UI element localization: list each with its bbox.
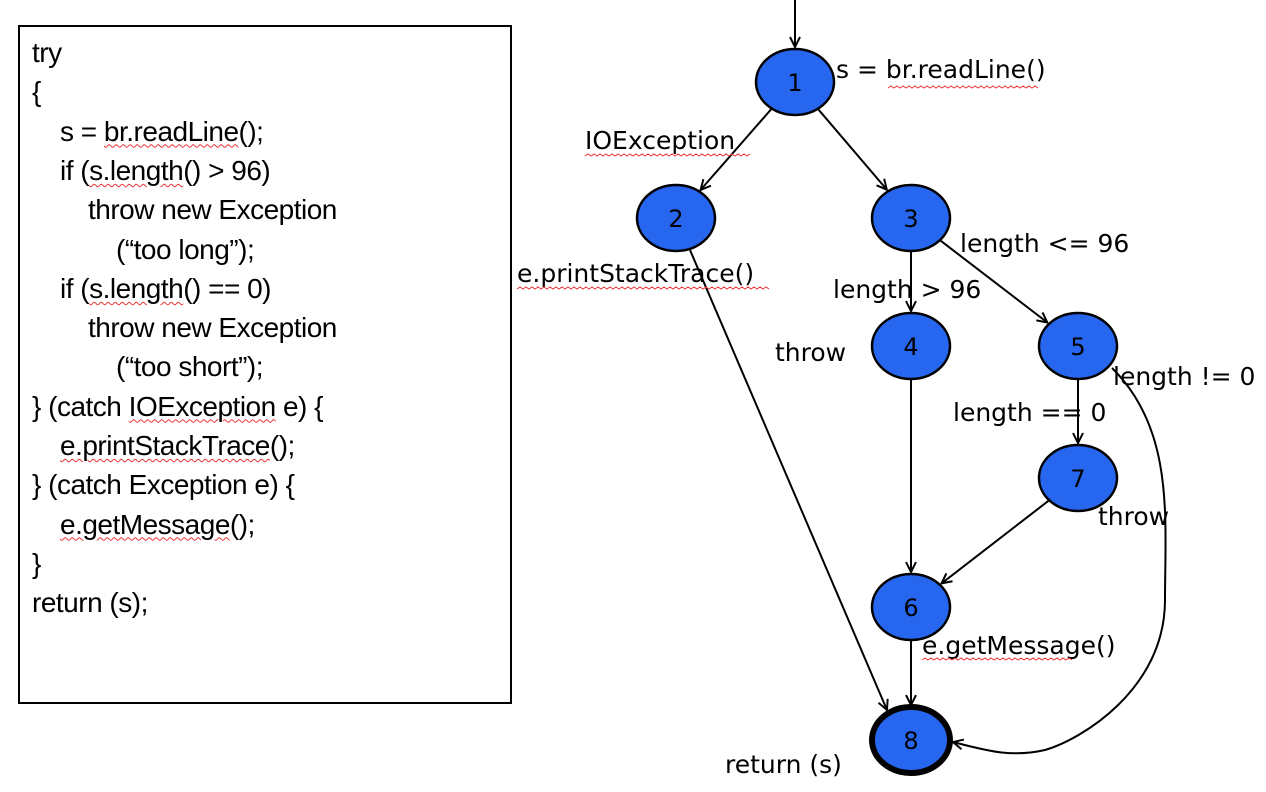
node-2-ellipse [635, 183, 717, 253]
node-5: 5 [1037, 311, 1119, 381]
squiggle-getmessage [921, 657, 1073, 661]
node-1-ellipse [754, 47, 836, 117]
node-7-ellipse [1037, 443, 1119, 513]
misspelled-token: s.length [89, 154, 184, 186]
code-token: s = [60, 115, 104, 147]
code-token: (“too long”); [116, 233, 255, 265]
edge-7-to-6 [942, 499, 1050, 584]
nodes-layer: 1 2 3 4 5 6 7 8 [635, 47, 1119, 776]
code-line: (“too short”); [116, 351, 264, 383]
node-2: 2 [635, 183, 717, 253]
code-line: (“too long”); [116, 233, 255, 266]
annotation-ioexception: IOException [585, 126, 735, 155]
edge-3-to-5 [939, 239, 1047, 323]
annotation-length-gt-96: length > 96 [833, 275, 981, 304]
node-1: 1 [754, 47, 836, 117]
edges-layer [689, 0, 1167, 755]
annotation-node-8: return (s) [725, 750, 842, 779]
node-4-ellipse [870, 311, 952, 381]
code-token: (); [269, 430, 295, 461]
code-line: e.getMessage(); [60, 509, 255, 541]
misspelled-token: e.getMessage [60, 508, 230, 540]
annotation-node-2: e.printStackTrace() [517, 259, 754, 288]
code-token: } [32, 547, 41, 579]
node-2-label: 2 [668, 205, 683, 233]
annotation-throw-node-4: throw [775, 338, 846, 367]
node-1-label: 1 [787, 69, 802, 97]
node-5-label: 5 [1070, 333, 1085, 361]
code-line: return (s); [32, 587, 148, 619]
node-3: 3 [870, 183, 952, 253]
edge-2-to-8 [689, 249, 887, 710]
code-line: if (s.length() > 96) [60, 154, 271, 187]
code-line: s = br.readLine(); [60, 115, 264, 148]
code-token: try [32, 37, 62, 68]
node-8-ellipse [869, 704, 953, 776]
code-line: e.printStackTrace(); [60, 430, 295, 462]
annotation-length-eq-0: length == 0 [953, 398, 1106, 427]
node-6-ellipse [870, 572, 952, 642]
node-8: 8 [869, 704, 953, 776]
node-4-label: 4 [903, 333, 918, 361]
annotation-length-le-96: length <= 96 [960, 229, 1129, 258]
spellcheck-squiggles [516, 85, 1073, 661]
code-line: } [32, 548, 41, 580]
edge-1-to-2 [701, 108, 773, 190]
misspelled-token: br.readLine [103, 115, 239, 147]
code-token: (“too short”); [116, 351, 264, 383]
node-3-ellipse [870, 183, 952, 253]
node-4: 4 [870, 311, 952, 381]
code-line: throw new Exception [88, 312, 337, 344]
squiggle-ioexception [584, 153, 751, 157]
code-line: } (catch IOException e) { [32, 390, 324, 423]
node-7-label: 7 [1070, 465, 1085, 493]
code-token: (); [238, 115, 264, 147]
edge-1-to-3 [817, 108, 887, 189]
annotation-throw-node-7: throw [1098, 502, 1169, 531]
code-token: () > 96) [183, 154, 271, 186]
misspelled-token: IOException [128, 390, 277, 422]
squiggle-readline [887, 85, 1039, 89]
annotation-node-1: s = br.readLine() [836, 55, 1046, 84]
node-6: 6 [870, 572, 952, 642]
code-token: if ( [60, 272, 90, 304]
code-line: } (catch Exception e) { [32, 469, 295, 501]
code-token: e) { [275, 390, 324, 422]
misspelled-token: s.length [89, 272, 184, 304]
code-token: throw new Exception [88, 194, 337, 226]
node-3-label: 3 [903, 205, 918, 233]
code-token: } (catch [32, 390, 129, 422]
code-line: try [32, 37, 62, 69]
misspelled-token: e.printStackTrace [60, 430, 270, 461]
squiggle-printstacktrace [516, 286, 770, 290]
code-line: if (s.length() == 0) [60, 273, 271, 305]
edge-5-to-8 [953, 367, 1167, 755]
code-line: { [32, 76, 41, 108]
annotation-node-6: e.getMessage() [922, 631, 1115, 660]
node-6-label: 6 [903, 594, 918, 622]
code-token: (); [229, 508, 255, 540]
code-token: () == 0) [183, 272, 271, 304]
code-token: throw new Exception [88, 312, 337, 344]
code-token: { [32, 76, 41, 108]
code-token: return (s); [32, 587, 148, 619]
code-line: throw new Exception [88, 194, 337, 226]
node-7: 7 [1037, 443, 1119, 513]
node-8-label: 8 [903, 727, 918, 755]
annotation-length-ne-0: length != 0 [1113, 362, 1255, 391]
node-5-ellipse [1037, 311, 1119, 381]
code-token: } (catch Exception e) { [32, 469, 295, 501]
labels-layer: s = br.readLine() IOException e.printSta… [517, 55, 1255, 779]
source-code-box: try{s = br.readLine();if (s.length() > 9… [18, 25, 512, 704]
code-token: if ( [60, 154, 90, 186]
